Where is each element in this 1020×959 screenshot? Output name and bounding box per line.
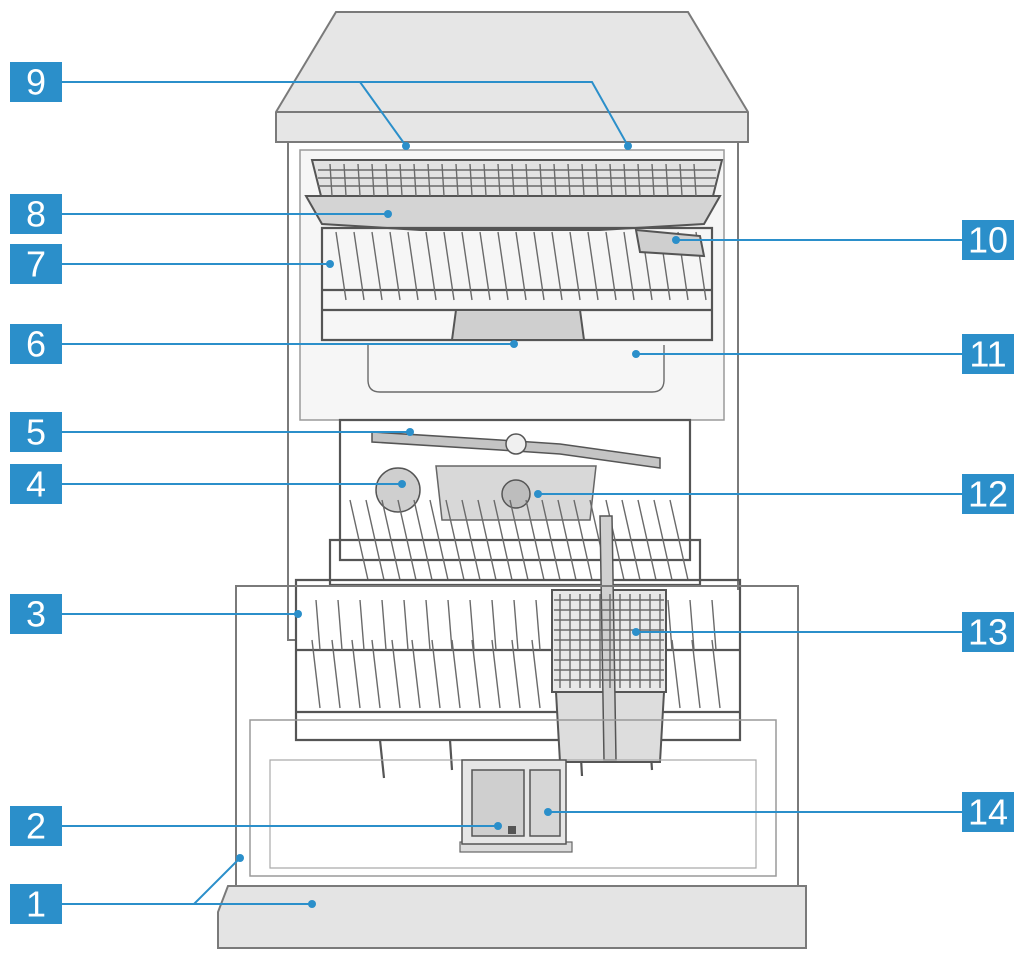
lower-basket <box>294 578 742 779</box>
callout-12: 12 <box>534 474 1014 515</box>
callout-label-8: 8 <box>26 194 46 235</box>
callout-label-2: 2 <box>26 806 46 847</box>
callout-1: 1 <box>10 854 316 925</box>
callout-7: 7 <box>10 244 334 285</box>
callout-label-5: 5 <box>26 412 46 453</box>
callout-label-12: 12 <box>968 474 1008 515</box>
callout-label-6: 6 <box>26 324 46 365</box>
cutlery-tray <box>304 159 724 231</box>
worktop <box>275 11 749 143</box>
callout-6: 6 <box>10 324 518 365</box>
callout-4: 4 <box>10 464 406 505</box>
callout-layer: 9 8 7 6 5 4 <box>10 62 1014 925</box>
cutlery-basket <box>551 515 667 763</box>
callout-label-4: 4 <box>26 464 46 505</box>
callout-label-3: 3 <box>26 594 46 635</box>
cabinet-left-wall <box>287 142 296 641</box>
tablet-collecting-tray <box>450 309 586 341</box>
detergent-dispenser <box>459 759 573 853</box>
callout-14: 14 <box>544 792 1014 833</box>
callout-label-10: 10 <box>968 220 1008 261</box>
callout-11: 11 <box>632 334 1014 375</box>
callout-9: 9 <box>10 62 632 150</box>
callout-13: 13 <box>632 612 1014 653</box>
callout-5: 5 <box>10 412 414 453</box>
callout-label-14: 14 <box>968 792 1008 833</box>
callout-label-1: 1 <box>26 884 46 925</box>
callout-8: 8 <box>10 194 392 235</box>
callout-2: 2 <box>10 806 502 847</box>
door-plinth <box>217 885 807 949</box>
dishwasher-illustration <box>217 11 807 949</box>
salt-container-cap <box>375 467 421 513</box>
upper-basket <box>320 226 714 342</box>
callout-label-7: 7 <box>26 244 46 285</box>
callout-10: 10 <box>672 220 1014 261</box>
callout-label-11: 11 <box>969 334 1006 375</box>
callout-3: 3 <box>10 594 302 635</box>
callout-label-13: 13 <box>968 612 1008 653</box>
callout-label-9: 9 <box>26 62 46 103</box>
